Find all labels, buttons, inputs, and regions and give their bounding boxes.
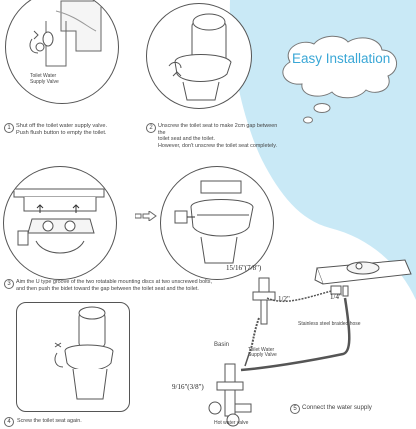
basin-label: Basin — [214, 342, 229, 348]
toilet-screw-drawing — [17, 303, 129, 411]
toilet-valve-drawing — [6, 0, 118, 103]
step5-text: Connect the water supply — [302, 405, 372, 412]
measure-9-16: 9/16"(3/8") — [172, 383, 204, 391]
step2-illustration — [146, 3, 252, 109]
valve-label-2: Supply Valve — [30, 79, 59, 85]
step1-number: 1 — [4, 123, 14, 133]
step3-number: 3 — [4, 279, 14, 289]
step1-line2: Push flush button to empty the toilet. — [16, 130, 142, 137]
measure-1-2: 1/2" — [278, 295, 290, 303]
step1-line1: Shut off the toilet water supply valve. — [16, 123, 142, 130]
step3-illustration-left — [3, 166, 117, 280]
hose-label: Stainless steel braided hose — [298, 321, 361, 327]
step4-number: 4 — [4, 417, 14, 427]
step2-line3: However, don't unscrew the toilet seat c… — [158, 143, 282, 150]
step2-line1: Unscrew the toilet seat to make 2cm gap … — [158, 123, 282, 136]
measure-15-16: 15/16"(7/8") — [226, 264, 261, 272]
step2-number: 2 — [146, 123, 156, 133]
page-title: Easy Installation — [292, 51, 390, 66]
title-cloud — [274, 34, 406, 126]
step4-illustration — [16, 302, 130, 412]
step5-number: 5 — [290, 404, 300, 414]
supply-label-2: Supply Valve — [248, 352, 277, 358]
step4-text: Screw the toilet seat again. — [17, 418, 82, 425]
water-supply-diagram — [205, 250, 416, 428]
measure-1-4: 1/4" — [330, 293, 342, 301]
step2-text: Unscrew the toilet seat to make 2cm gap … — [158, 123, 282, 149]
toilet-seat-drawing — [147, 4, 251, 108]
arrow-right-icon — [135, 211, 157, 221]
step1-text: Shut off the toilet water supply valve. … — [16, 123, 142, 136]
mounting-disc-drawing — [4, 167, 116, 279]
hot-water-label: Hot water valve — [214, 420, 248, 426]
